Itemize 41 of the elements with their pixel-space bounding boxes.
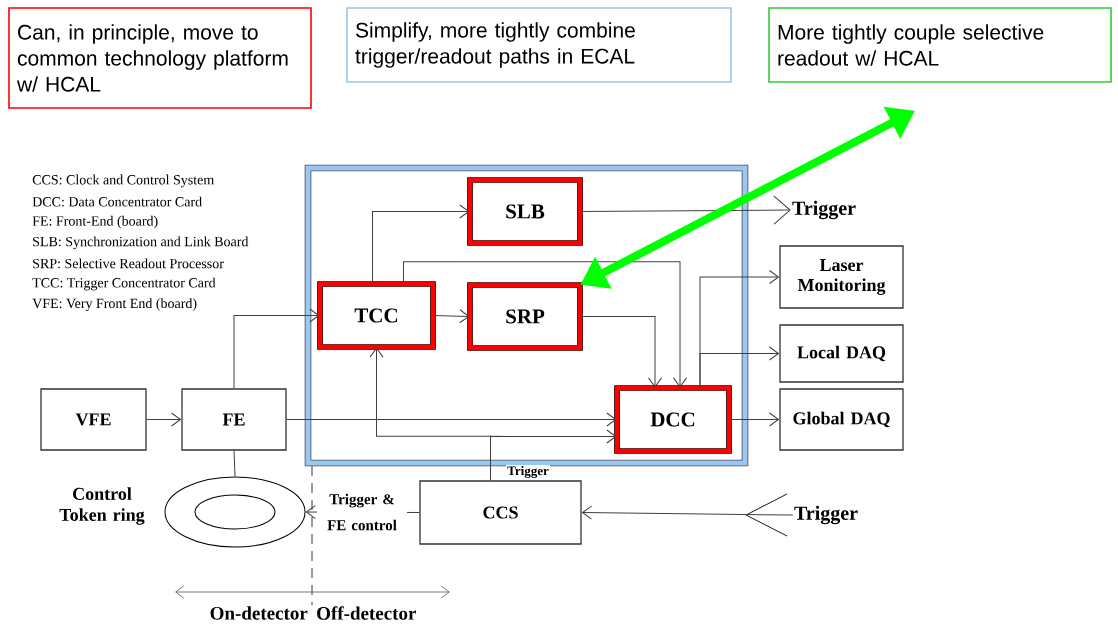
arrow xyxy=(286,412,617,427)
abbreviation-text: VFE: Very Front End (board) xyxy=(32,298,197,311)
callout-box: More tightly couple selective readout w/ HCAL xyxy=(768,7,1112,83)
edge-label: Trigger xyxy=(506,465,550,479)
signal-label: Trigger xyxy=(794,505,858,525)
module-box: SLB xyxy=(467,177,583,246)
module-box: Local DAQ xyxy=(779,324,904,383)
abbreviation-text: DCC: Data Concentrator Card xyxy=(32,196,202,207)
arrow xyxy=(372,204,470,285)
ring-caption: Control Token ring xyxy=(59,487,145,525)
module-box: DCC xyxy=(614,385,732,454)
module-box: SRP xyxy=(467,282,583,351)
abbreviation-text: TCC: Trigger Concentrator Card xyxy=(32,277,216,291)
abbreviation-text: FE: Front-End (board) xyxy=(32,215,158,229)
arrow xyxy=(699,346,779,389)
signal-label: Trigger xyxy=(792,200,856,220)
region-label: Off-detector xyxy=(317,606,416,620)
arrow xyxy=(579,316,662,388)
module-box: Global DAQ xyxy=(779,388,904,451)
token-ring-drawing xyxy=(164,476,306,548)
callout-box: Simplify, more tightly combine trigger/readout paths in ECAL xyxy=(346,7,732,83)
callout-box: Can, in principle, move to common technology platform w/ HCAL xyxy=(8,7,312,109)
arrow xyxy=(490,429,617,481)
module-box: VFE xyxy=(40,388,147,451)
arrow xyxy=(233,308,320,389)
connector-line xyxy=(233,450,236,477)
region-label: On-detector xyxy=(210,606,308,620)
arrow xyxy=(146,412,181,427)
module-box: TCC xyxy=(317,281,436,350)
arrow xyxy=(403,261,687,388)
arrow xyxy=(432,309,470,324)
arrow xyxy=(582,505,794,520)
module-box: FE xyxy=(181,388,287,451)
arrow xyxy=(579,195,791,225)
arrow xyxy=(728,412,779,427)
group-frame xyxy=(304,164,749,467)
abbreviation-text: SRP: Selective Readout Processor xyxy=(33,258,224,269)
abbreviation-text: SLB: Synchronization and Link Board xyxy=(33,236,249,250)
edge-label: Trigger & FE control xyxy=(317,492,407,532)
module-box: Laser Monitoring xyxy=(779,245,904,309)
abbreviation-text: CCS: Clock and Control System xyxy=(32,174,214,188)
